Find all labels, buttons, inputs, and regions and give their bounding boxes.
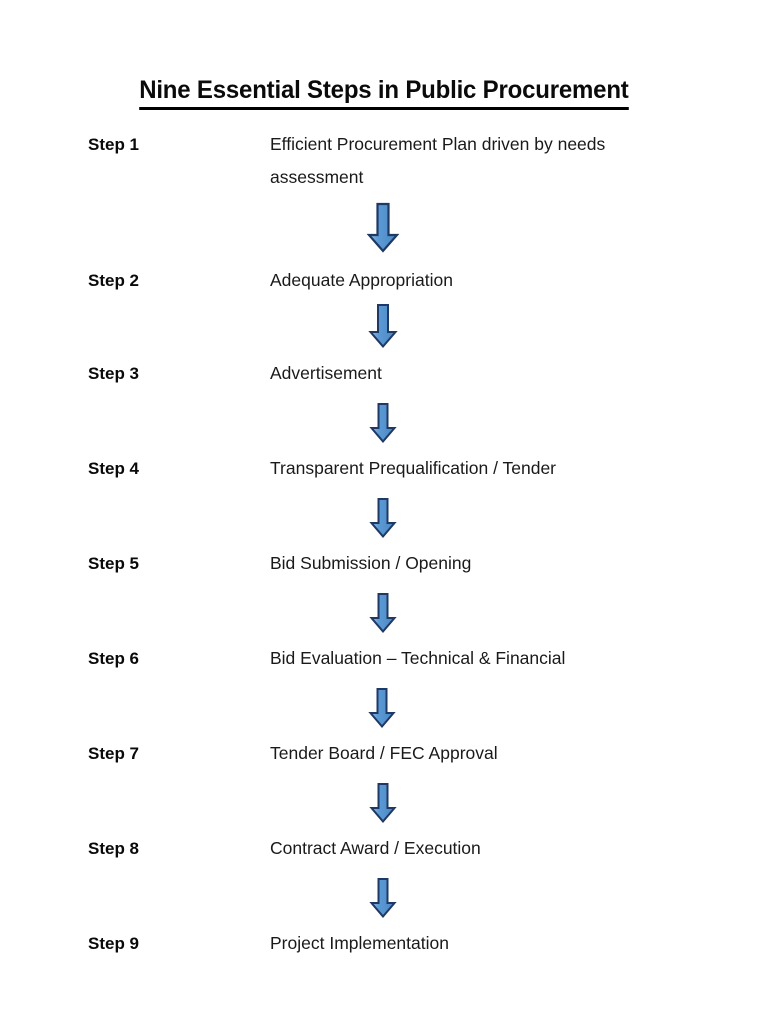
step-row: Step 7 Tender Board / FEC Approval [0,737,768,770]
step-text-8: Contract Award / Execution [270,838,481,858]
step-text-6: Bid Evaluation – Technical & Financial [270,648,566,668]
step-row: Step 1 Efficient Procurement Plan driven… [0,128,768,194]
arrow-connector-2-3 [0,303,768,349]
spacer [0,824,768,832]
step-row: Step 6 Bid Evaluation – Technical & Fina… [0,642,768,675]
step-label-4: Step 4 [88,459,140,478]
spacer [0,770,768,782]
step-text-7: Tender Board / FEC Approval [270,743,498,763]
spacer [0,919,768,927]
step-label-8: Step 8 [88,839,140,858]
step-row: Step 5 Bid Submission / Opening [0,547,768,580]
step-label-6: Step 6 [88,649,140,668]
step-row: Step 4 Transparent Prequalification / Te… [0,452,768,485]
step-row: Step 2 Adequate Appropriation [0,264,768,297]
spacer [0,194,768,202]
arrow-connector-5-6 [0,592,768,634]
step-label-5: Step 5 [88,554,140,573]
spacer [0,580,768,592]
down-block-arrow-icon [369,497,397,539]
page-title: Nine Essential Steps in Public Procureme… [0,76,768,110]
step-label-1: Step 1 [88,135,140,154]
step-text-1: Efficient Procurement Plan driven by nee… [270,134,606,187]
spacer [0,729,768,737]
step-text-2: Adequate Appropriation [270,270,453,290]
spacer [0,349,768,357]
step-row: Step 9 Project Implementation [0,927,768,960]
arrow-connector-7-8 [0,782,768,824]
arrow-connector-4-5 [0,497,768,539]
step-label-3: Step 3 [88,364,140,383]
spacer [0,444,768,452]
step-row: Step 8 Contract Award / Execution [0,832,768,865]
down-block-arrow-icon [368,303,398,349]
step-text-9: Project Implementation [270,933,449,953]
step-label-7: Step 7 [88,744,140,763]
step-label-2: Step 2 [88,271,140,290]
down-block-arrow-icon [369,782,397,824]
step-text-3: Advertisement [270,363,382,383]
down-block-arrow-icon [369,877,397,919]
spacer [0,865,768,877]
arrow-connector-8-9 [0,877,768,919]
step-row: Step 3 Advertisement [0,357,768,390]
arrow-connector-1-2 [0,202,768,254]
procurement-steps-flow: Step 1 Efficient Procurement Plan driven… [0,128,768,960]
down-block-arrow-icon [368,687,396,729]
step-text-4: Transparent Prequalification / Tender [270,458,556,478]
step-text-5: Bid Submission / Opening [270,553,472,573]
down-block-arrow-icon [369,402,397,444]
spacer [0,675,768,687]
spacer [0,254,768,264]
spacer [0,390,768,402]
arrow-connector-3-4 [0,402,768,444]
arrow-connector-6-7 [0,687,768,729]
page-title-text: Nine Essential Steps in Public Procureme… [139,76,629,110]
down-block-arrow-icon [369,592,397,634]
spacer [0,634,768,642]
step-label-9: Step 9 [88,934,140,953]
spacer [0,539,768,547]
spacer [0,485,768,497]
down-block-arrow-icon [366,202,400,254]
